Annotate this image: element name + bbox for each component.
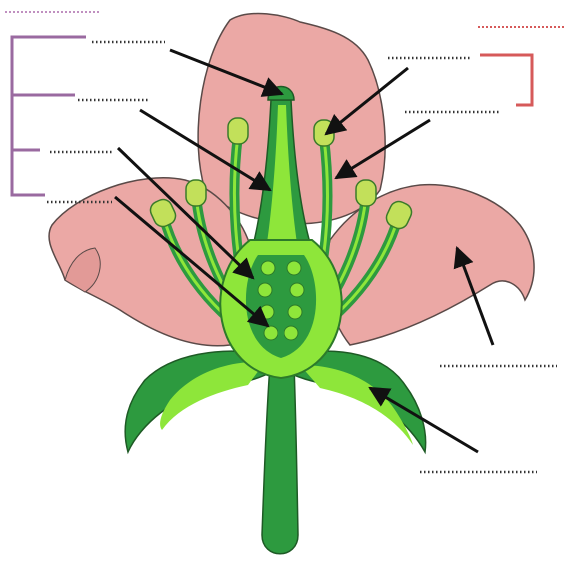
bracket-group-female [5, 12, 100, 195]
anther [314, 120, 334, 146]
anther [228, 118, 248, 144]
anther [356, 180, 376, 206]
bracket-group-male [478, 27, 566, 105]
anther [186, 180, 206, 206]
stalk [262, 365, 298, 554]
